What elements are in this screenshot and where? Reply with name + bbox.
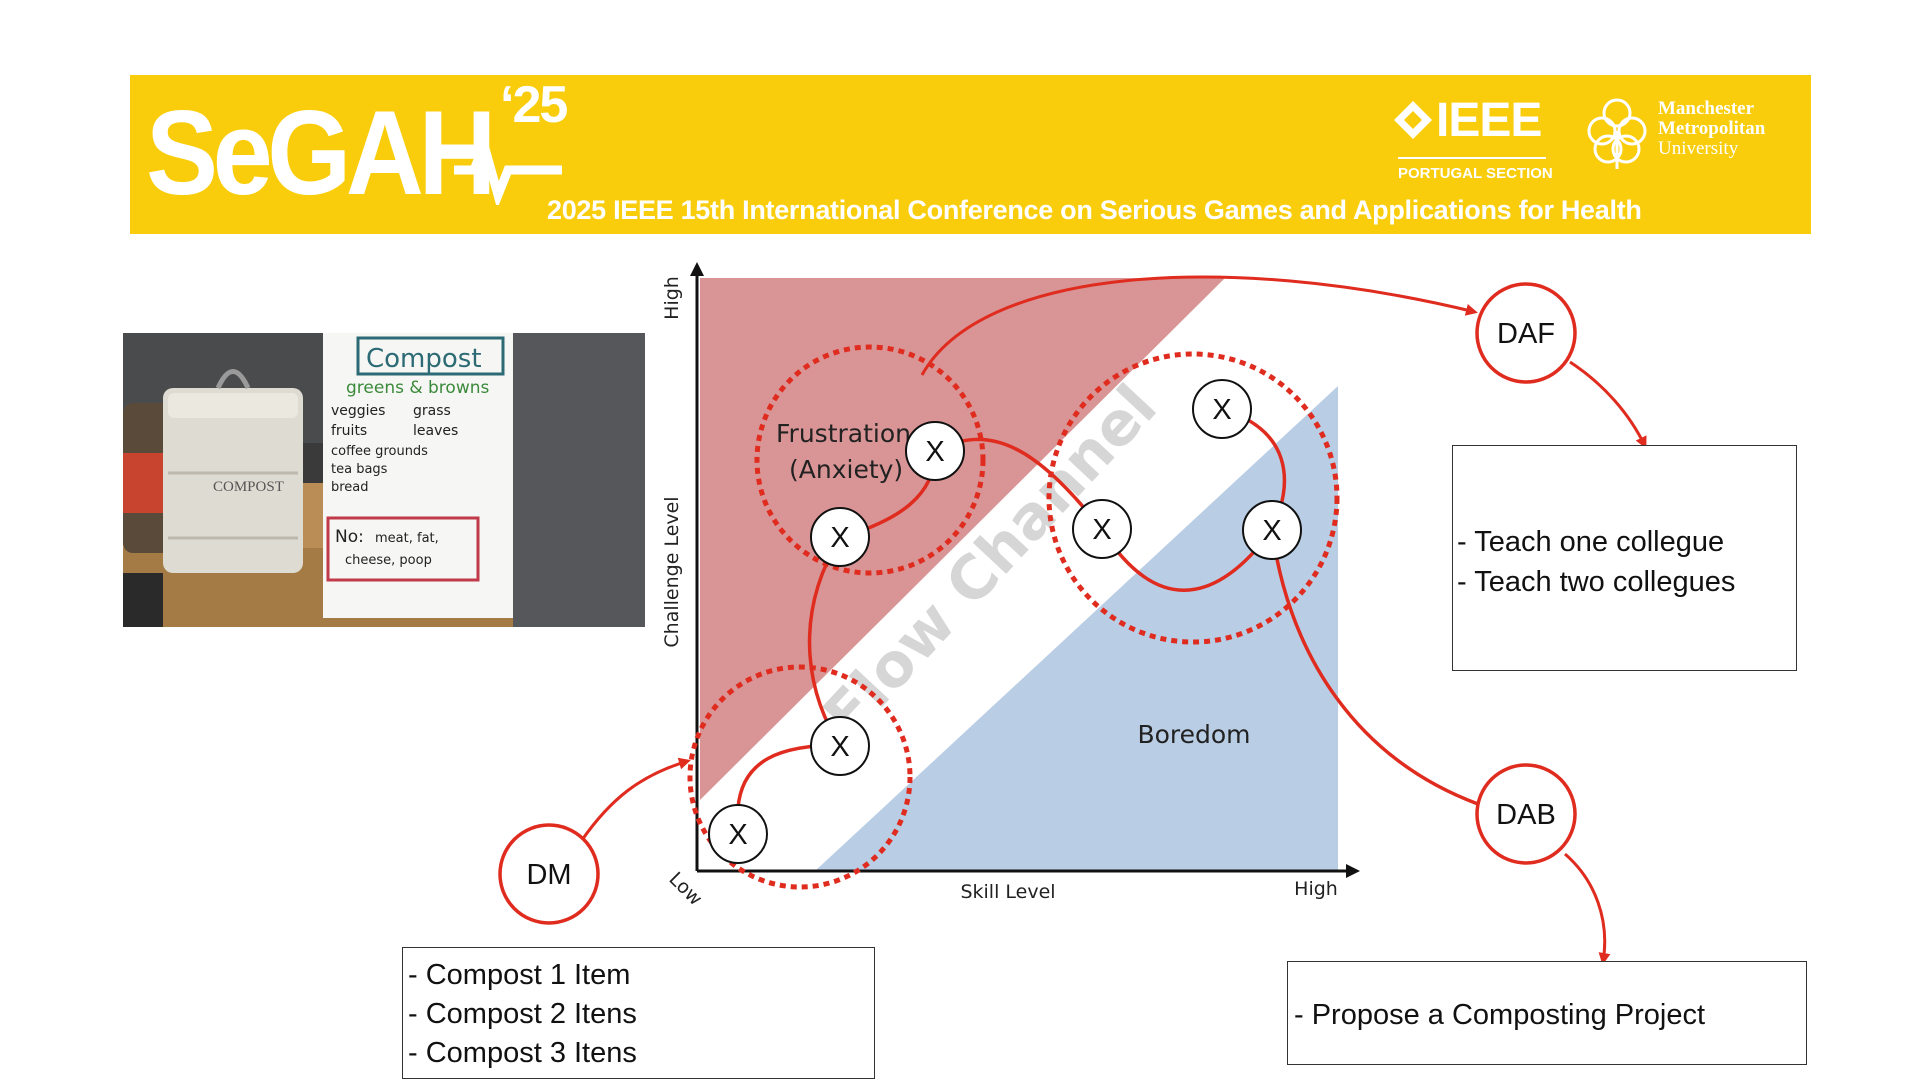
dm-task: - Compost 2 Itens [408, 998, 637, 1030]
y-high-label: High [661, 276, 683, 320]
year-badge: ‘25 [500, 76, 568, 134]
boredom-region [815, 386, 1338, 871]
mmu-flower-icon [1587, 98, 1647, 169]
mmu-line-3: University [1658, 138, 1739, 159]
bin-label: COMPOST [213, 479, 284, 495]
x-marker-2: X [810, 716, 870, 776]
sign-item: fruits [331, 423, 367, 439]
x-low-label: Low [664, 868, 706, 910]
frustration-zone-circle [754, 344, 986, 576]
dab-badge: DAB [1475, 763, 1577, 865]
dab-tasks-box: - Propose a Composting Project [1287, 961, 1807, 1065]
conference-banner: SeGAH ‘25 2025 IEEE 15th International C… [130, 75, 1811, 234]
boredom-label: Boredom [1137, 720, 1250, 749]
x-high-label: High [1294, 878, 1338, 900]
sign-item: coffee grounds [331, 444, 428, 459]
ieee-section: PORTUGAL SECTION [1398, 165, 1553, 182]
x-marker-text: X [1212, 394, 1231, 426]
ieee-text: IEEE [1436, 94, 1542, 147]
dm-zone-circle [687, 664, 913, 890]
sign-item: veggies [331, 403, 385, 419]
x-marker-6: X [1192, 379, 1252, 439]
sign-no-item: meat, fat, [375, 531, 439, 546]
x-axis-label: Skill Level [960, 881, 1055, 903]
x-marker-5: X [1072, 499, 1132, 559]
dm-task: - Compost 3 Itens [408, 1037, 637, 1069]
dm-task: - Compost 1 Item [408, 959, 631, 991]
dm-badge: DM [498, 823, 600, 925]
mmu-name: Manchester Metropolitan University [1658, 99, 1765, 159]
dm-tasks-box: - Compost 1 Item - Compost 2 Itens - Com… [402, 947, 875, 1079]
y-axis-label: Challenge Level [661, 496, 683, 647]
daf-task: - Teach one collegue [1457, 526, 1725, 558]
x-marker-3: X [810, 507, 870, 567]
sign-subtitle: greens & browns [346, 378, 490, 398]
frustration-label: Frustration [776, 419, 911, 448]
ieee-diamond-icon [1394, 101, 1432, 139]
compost-photo: COMPOST Compost greens & browns veggies … [123, 333, 645, 627]
dm-to-diagram-arrow [580, 757, 691, 841]
flow-to-daf-arrow [920, 275, 1478, 376]
daf-to-box-arrow [1569, 360, 1647, 449]
sign-item: leaves [413, 423, 458, 439]
x-marker-text: X [1092, 514, 1111, 546]
daf-badge-label: DAF [1497, 318, 1555, 350]
progression-path [736, 407, 1479, 809]
segah-logo: SeGAH [146, 86, 496, 220]
dab-task: - Propose a Composting Project [1294, 999, 1706, 1031]
x-marker-text: X [830, 522, 849, 554]
sign-no: No: [335, 527, 364, 547]
x-marker-1: X [708, 804, 768, 864]
frustration-region [700, 278, 1225, 800]
x-marker-4: X [905, 421, 965, 481]
x-marker-text: X [1262, 515, 1281, 547]
x-marker-7: X [1242, 500, 1302, 560]
x-marker-text: X [925, 436, 944, 468]
ieee-divider [1398, 157, 1546, 159]
dab-badge-label: DAB [1496, 799, 1556, 831]
sign-item: bread [331, 480, 369, 495]
daf-badge: DAF [1475, 282, 1577, 384]
boredom-zone-circle [1046, 351, 1340, 645]
conference-title: 2025 IEEE 15th International Conference … [547, 195, 1642, 225]
x-marker-text: X [728, 819, 747, 851]
compost-scene-illustration: COMPOST Compost greens & browns veggies … [123, 333, 645, 627]
daf-tasks-box: - Teach one collegue - Teach two collegu… [1452, 445, 1797, 671]
mmu-line-1: Manchester [1658, 98, 1755, 119]
daf-task: - Teach two collegues [1457, 566, 1736, 598]
mmu-line-2: Metropolitan [1658, 118, 1766, 139]
dm-badge-label: DM [526, 859, 571, 891]
sign-item: grass [413, 403, 451, 419]
anxiety-label: (Anxiety) [789, 455, 903, 484]
sign-item: tea bags [331, 462, 388, 477]
x-marker-text: X [830, 731, 849, 763]
heartbeat-logo-icon [454, 131, 562, 205]
sign-title: Compost [366, 344, 482, 374]
sign-no-item: cheese, poop [345, 553, 432, 568]
dab-to-box-arrow [1564, 852, 1611, 965]
